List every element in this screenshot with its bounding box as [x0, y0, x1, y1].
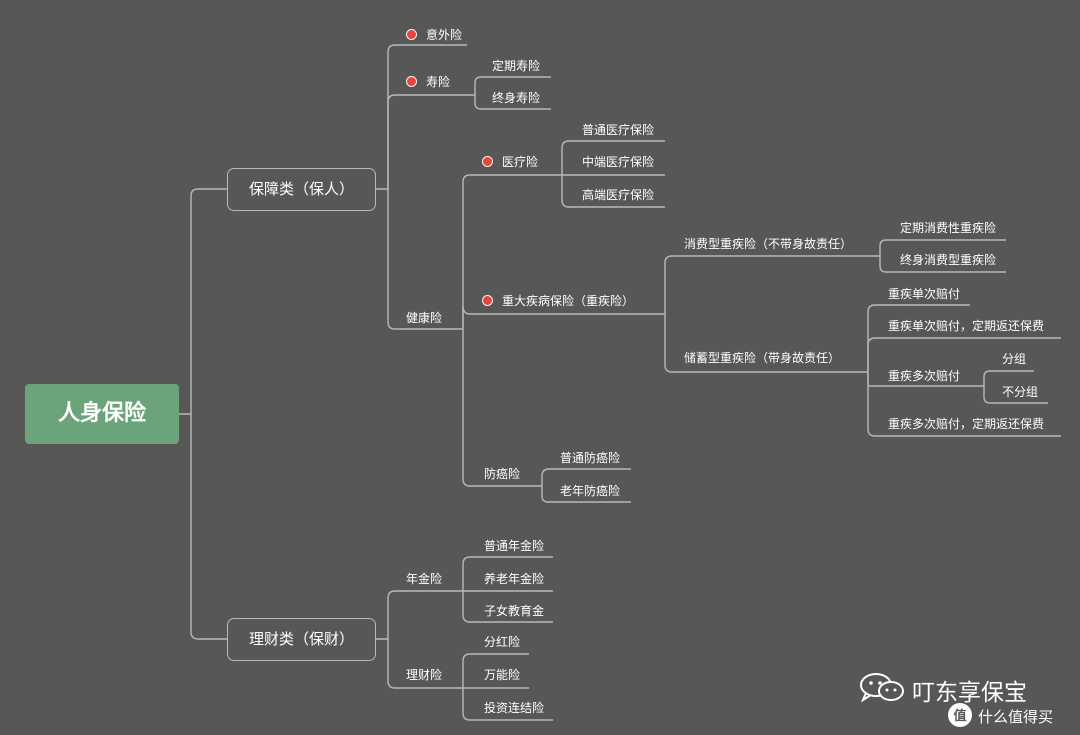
finance-insurance-node[interactable]: 理财险 — [406, 668, 443, 682]
wechat-icon — [860, 673, 904, 703]
watermark-title: 叮东享保宝 — [912, 680, 1027, 706]
root-node[interactable]: 人身保险 — [25, 384, 179, 444]
finance-item-node[interactable]: 投资连结险 — [484, 701, 545, 715]
red-marker-icon — [406, 29, 417, 40]
multi-payout-sub-node[interactable]: 分组 — [1002, 352, 1027, 366]
annuity-item-node[interactable]: 子女教育金 — [484, 604, 545, 618]
svg-text:值: 值 — [953, 708, 966, 724]
term-life-node[interactable]: 定期寿险 — [492, 59, 541, 73]
zhidemai-logo-icon: 值 — [948, 703, 972, 727]
medical-item-node[interactable]: 普通医疗保险 — [582, 123, 655, 137]
watermark-subtitle: 什么值得买 — [978, 708, 1054, 726]
consumer-critical-item-node[interactable]: 终身消费型重疾险 — [900, 253, 997, 267]
cancer-item-node[interactable]: 老年防癌险 — [560, 484, 621, 498]
watermark: 叮东享保宝 值 什么值得买 — [858, 668, 1078, 732]
protection-node[interactable]: 保障类（保人） — [227, 168, 376, 211]
savings-critical-node[interactable]: 储蓄型重疾险（带身故责任） — [684, 351, 841, 365]
multi-payout-sub-node[interactable]: 不分组 — [1002, 385, 1039, 399]
medical-insurance-node[interactable]: 医疗险 — [482, 154, 538, 170]
accident-insurance-node[interactable]: 意外险 — [406, 27, 462, 43]
life-insurance-node[interactable]: 寿险 — [406, 74, 450, 90]
consumer-critical-item-node[interactable]: 定期消费性重疾险 — [900, 221, 997, 235]
consumer-critical-node[interactable]: 消费型重疾险（不带身故责任） — [684, 237, 853, 251]
annuity-item-node[interactable]: 普通年金险 — [484, 539, 545, 553]
red-marker-icon — [482, 156, 493, 167]
finance-item-node[interactable]: 分红险 — [484, 635, 521, 649]
wealth-node[interactable]: 理财类（保财） — [227, 618, 376, 661]
critical-illness-node[interactable]: 重大疾病保险（重疾险） — [482, 293, 634, 309]
whole-life-node[interactable]: 终身寿险 — [492, 91, 541, 105]
savings-critical-item-node[interactable]: 重疾单次赔付 — [888, 287, 961, 301]
cancer-insurance-node[interactable]: 防癌险 — [484, 467, 521, 481]
red-marker-icon — [406, 76, 417, 87]
annuity-item-node[interactable]: 养老年金险 — [484, 572, 545, 586]
finance-item-node[interactable]: 万能险 — [484, 668, 521, 682]
savings-critical-item-node[interactable]: 重疾多次赔付 — [888, 369, 961, 383]
annuity-node[interactable]: 年金险 — [406, 572, 443, 586]
medical-item-node[interactable]: 高端医疗保险 — [582, 188, 655, 202]
savings-critical-item-node[interactable]: 重疾多次赔付，定期返还保费 — [888, 417, 1045, 431]
cancer-item-node[interactable]: 普通防癌险 — [560, 451, 621, 465]
savings-critical-item-node[interactable]: 重疾单次赔付，定期返还保费 — [888, 319, 1045, 333]
health-insurance-node[interactable]: 健康险 — [406, 311, 443, 325]
red-marker-icon — [482, 295, 493, 306]
medical-item-node[interactable]: 中端医疗保险 — [582, 155, 655, 169]
